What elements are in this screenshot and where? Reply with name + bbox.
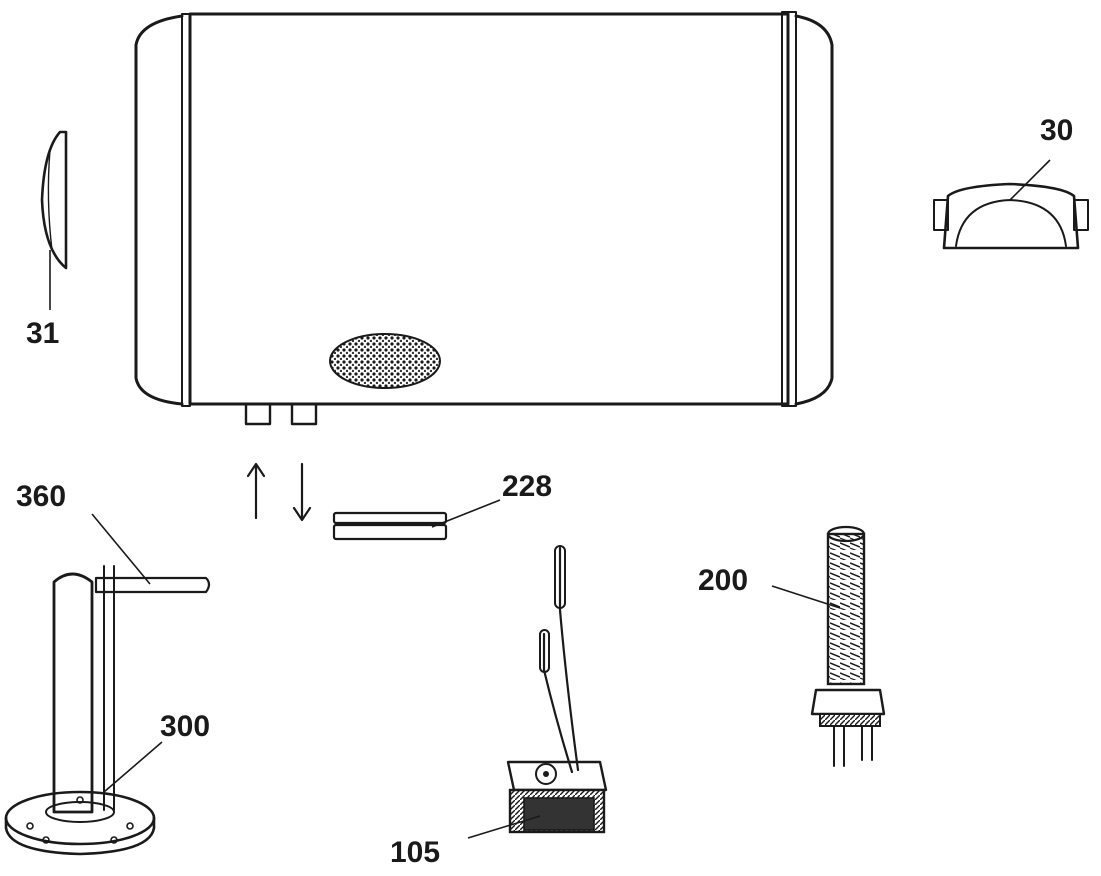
inlet-arrow-up [246, 462, 266, 520]
label-300: 300 [160, 710, 210, 743]
heating-element-200 [771, 525, 886, 767]
label-360: 360 [16, 480, 66, 513]
label-31: 31 [26, 317, 59, 350]
outlet-pipe-stub [290, 402, 318, 426]
end-cap-left-31 [40, 130, 68, 310]
water-heater-tank [134, 11, 834, 426]
inlet-pipe-stub [244, 402, 272, 426]
tank-vent-oval [329, 333, 441, 389]
gasket-228 [332, 499, 501, 541]
label-228: 228 [502, 470, 552, 503]
outlet-arrow-down [292, 462, 312, 522]
label-105: 105 [390, 836, 440, 869]
label-30: 30 [1040, 114, 1073, 147]
thermostat-105 [467, 545, 608, 839]
anode-rod-360 [94, 576, 211, 594]
end-cap-right-30 [933, 159, 1089, 250]
label-200: 200 [698, 564, 748, 597]
flange-tube-assembly-300 [4, 513, 211, 856]
